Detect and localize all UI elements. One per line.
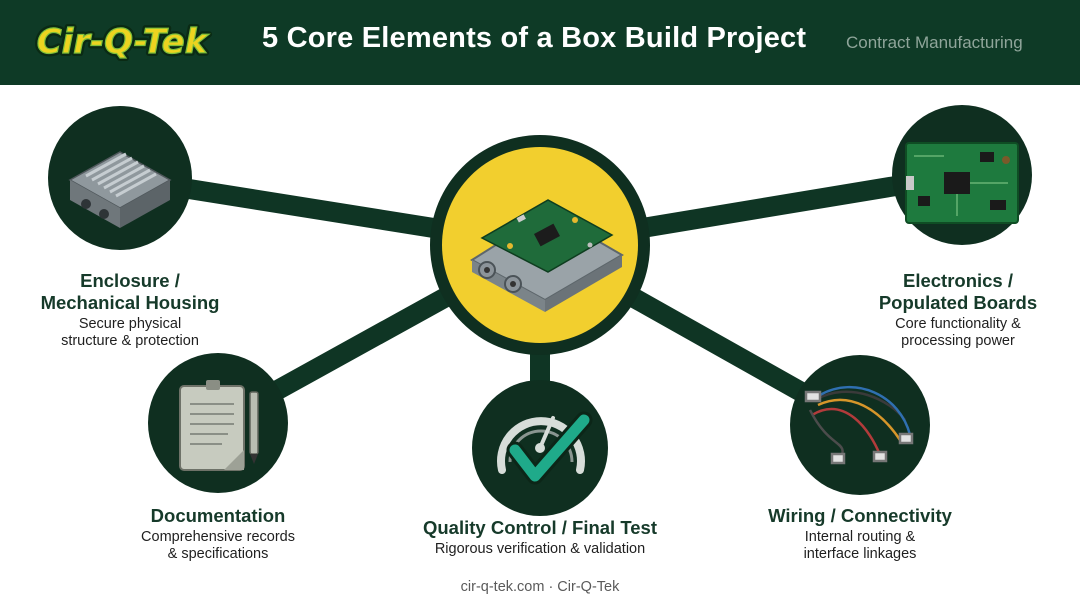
node-electronics	[892, 105, 1032, 245]
desc-documentation-line2: & specifications	[167, 546, 269, 562]
heading-documentation: Documentation	[150, 505, 286, 526]
desc-quality: Rigorous verification & validation	[434, 541, 646, 557]
label-electronics: Electronics / Populated Boards Core func…	[838, 270, 1078, 350]
node-wiring	[790, 355, 930, 495]
wire-harness-icon	[804, 385, 914, 465]
heading-electronics-line2: Populated Boards	[878, 292, 1038, 313]
hub-node	[430, 135, 650, 355]
page-subtitle: Contract Manufacturing	[846, 33, 1023, 52]
heading-wiring: Wiring / Connectivity	[768, 505, 952, 526]
desc-enclosure-line2: structure & protection	[61, 333, 199, 349]
node-enclosure	[48, 106, 192, 250]
desc-enclosure-line1: Secure physical	[78, 316, 182, 332]
gauge-checkmark-icon	[497, 411, 593, 485]
desc-electronics-line2: processing power	[901, 333, 1015, 349]
node-quality	[472, 380, 608, 516]
footer-text: cir-q-tek.com · Cir-Q-Tek	[460, 579, 620, 595]
desc-wiring-line2: interface linkages	[803, 546, 917, 562]
label-quality: Quality Control / Final Test Rigorous ve…	[380, 517, 700, 558]
clipboard-pen-icon	[179, 380, 259, 471]
desc-documentation-line1: Comprehensive records	[141, 529, 295, 545]
desc-electronics-line1: Core functionality &	[895, 316, 1021, 332]
svg-text:Cir-Q-Tek: Cir-Q-Tek	[37, 22, 210, 62]
svg-text:Cir-Q-Tek: Cir-Q-Tek	[37, 22, 210, 62]
node-documentation	[148, 353, 288, 493]
heading-electronics-line1: Electronics /	[902, 270, 1013, 291]
heading-enclosure-line2: Mechanical Housing	[40, 292, 220, 313]
circuit-board-icon	[905, 142, 1019, 224]
company-logo: Cir-Q-Tek Cir-Q-Tek	[34, 19, 213, 65]
heading-quality: Quality Control / Final Test	[422, 517, 657, 538]
desc-wiring-line1: Internal routing &	[804, 529, 916, 545]
header-bar: Cir-Q-Tek Cir-Q-Tek 5 Core Elements of a…	[0, 0, 1080, 85]
box-build-assembly-icon	[470, 199, 624, 312]
label-wiring: Wiring / Connectivity Internal routing &…	[730, 505, 990, 563]
metal-enclosure-icon	[68, 151, 172, 228]
heading-enclosure-line1: Enclosure /	[80, 270, 180, 291]
page-title: 5 Core Elements of a Box Build Project	[262, 22, 807, 54]
label-documentation: Documentation Comprehensive records & sp…	[98, 505, 338, 563]
label-enclosure: Enclosure / Mechanical Housing Secure ph…	[10, 270, 250, 350]
